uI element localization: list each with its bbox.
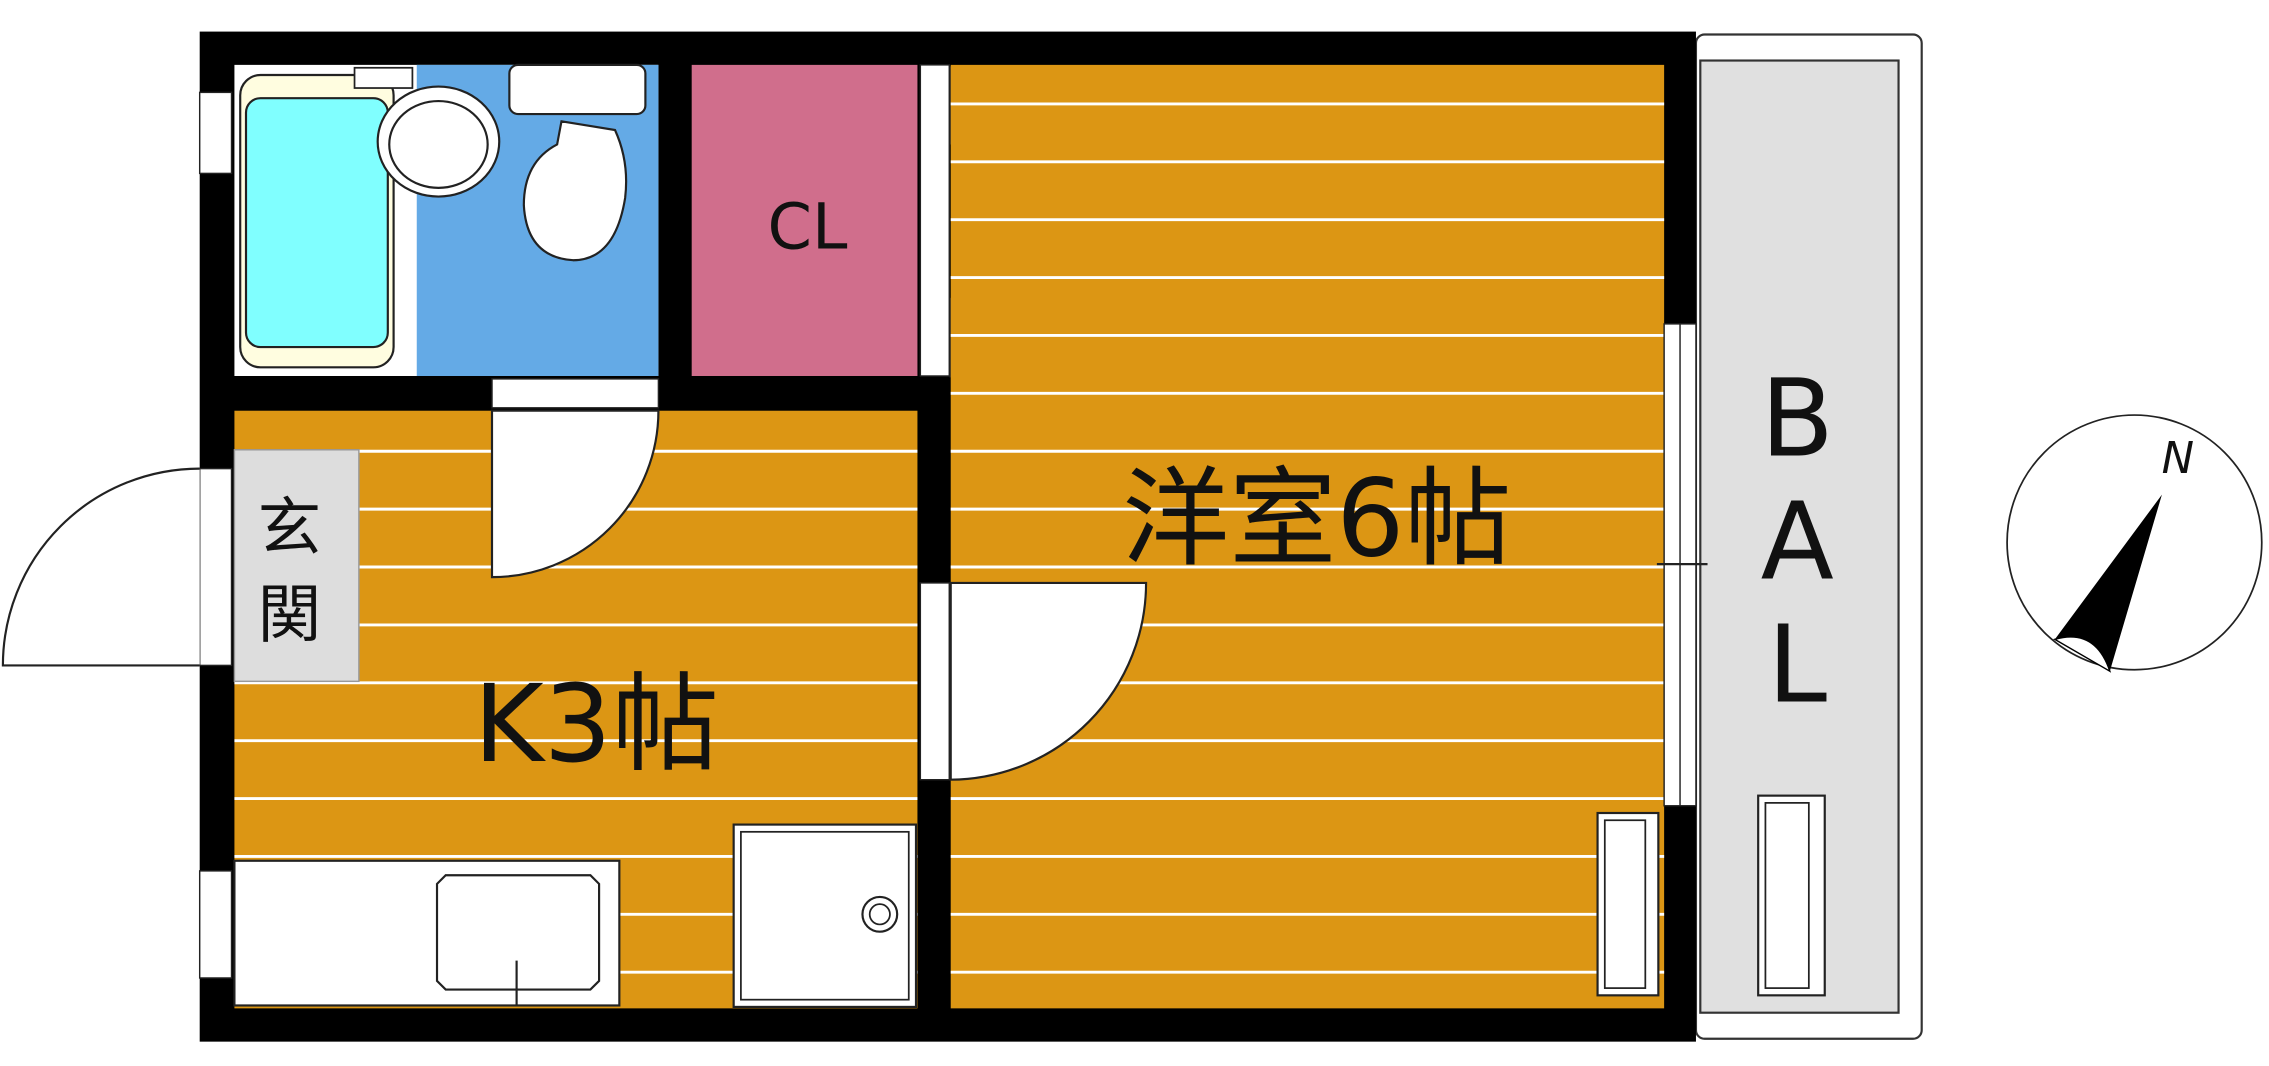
toilet	[508, 63, 647, 262]
closet	[691, 64, 918, 376]
washing-machine-space	[732, 823, 918, 1008]
bathtub	[239, 73, 395, 369]
entrance-door[interactable]	[1, 467, 233, 667]
balcony-label-l: L	[1767, 604, 1827, 728]
air-conditioner-outdoor-unit	[1757, 794, 1826, 997]
air-conditioner-indoor-unit	[1596, 811, 1660, 997]
window	[198, 91, 233, 175]
compass: N	[2006, 414, 2263, 673]
balcony-window[interactable]	[1656, 323, 1708, 807]
room-door[interactable]	[919, 581, 1148, 781]
entrance-tile	[233, 449, 360, 683]
balcony	[1694, 33, 1923, 1040]
entrance-label-2: 関	[258, 578, 322, 652]
balcony-label-b: B	[1761, 358, 1834, 482]
balcony-label-a: A	[1761, 481, 1834, 605]
north-label: N	[2162, 434, 2194, 484]
north-arrow-icon	[2054, 494, 2162, 672]
kitchen-label: K3帖	[473, 663, 718, 787]
closet-label: CL	[768, 191, 848, 265]
kitchen-sink-counter	[198, 859, 621, 1007]
entrance-label-1: 玄	[258, 492, 322, 566]
western-room-label: 洋室6帖	[1122, 457, 1511, 581]
bathroom-door[interactable]	[490, 378, 660, 579]
western-room-floor	[950, 64, 1665, 1009]
wash-basin	[353, 66, 501, 198]
